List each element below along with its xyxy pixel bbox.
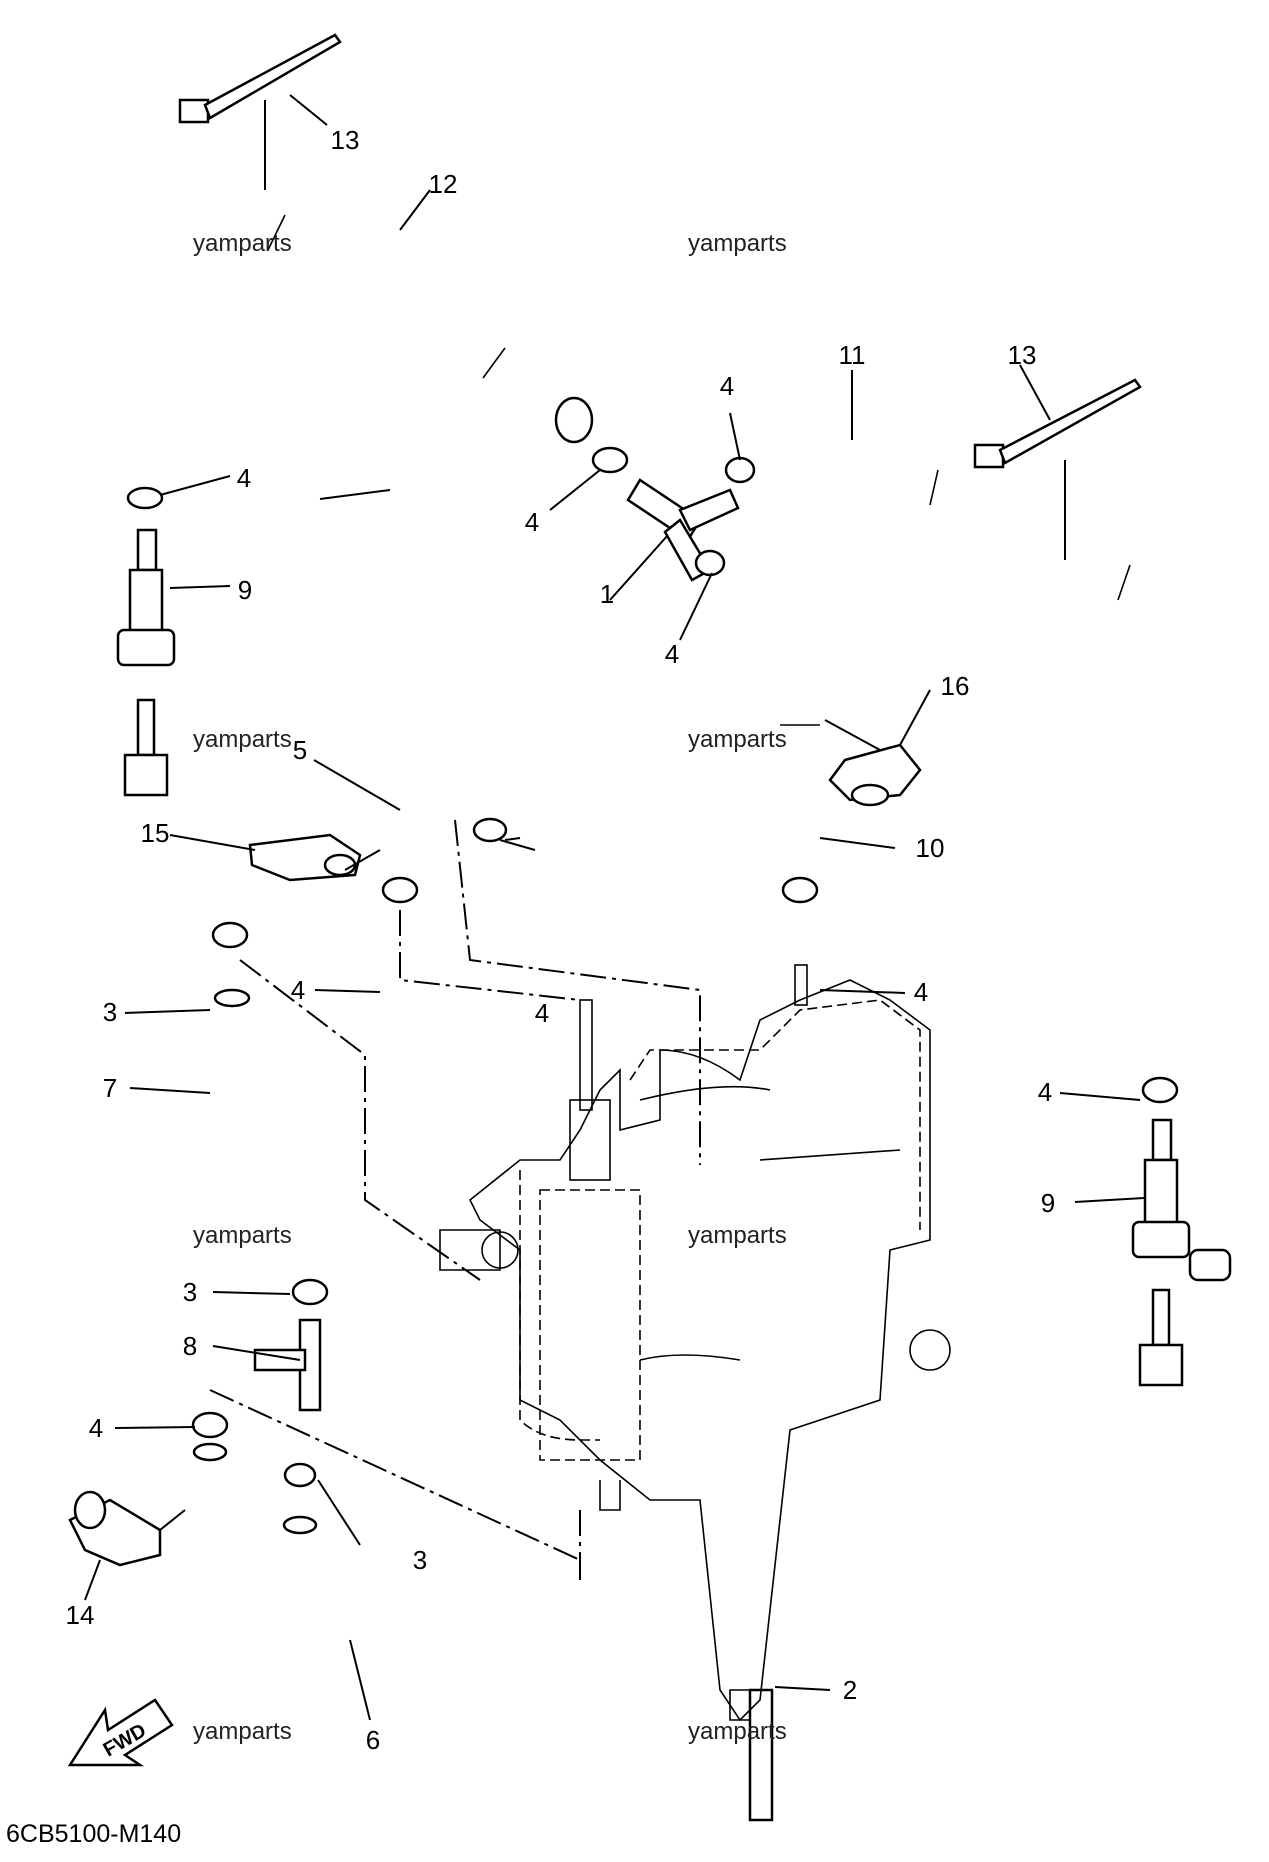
callout-4-e: 4 — [534, 998, 550, 1028]
hose-6 — [192, 1438, 417, 1660]
connector-9-left — [116, 528, 176, 797]
callout-9-right: 9 — [1040, 1188, 1056, 1218]
holder-15 — [248, 833, 362, 882]
callout-2: 2 — [842, 1675, 858, 1705]
tie-13-top — [178, 33, 342, 124]
hose-11 — [750, 412, 1180, 1080]
callout-6: 6 — [365, 1725, 381, 1755]
holder-14 — [68, 1490, 162, 1567]
hose-7 — [213, 983, 327, 1267]
assembly-lines — [159, 100, 1066, 1580]
leader-lines — [84, 94, 1146, 1721]
watermark: yamparts — [688, 1222, 787, 1249]
callout-11: 11 — [838, 340, 866, 370]
callout-14: 14 — [65, 1600, 95, 1630]
callout-4-g: 4 — [913, 977, 929, 1007]
callout-4-d: 4 — [664, 639, 680, 669]
callout-15: 15 — [140, 818, 170, 848]
callout-4-h: 4 — [1037, 1077, 1053, 1107]
callout-4-i: 4 — [88, 1413, 104, 1443]
watermark: yamparts — [193, 1718, 292, 1745]
callout-5: 5 — [292, 735, 308, 765]
holder-16 — [828, 743, 922, 807]
watermark: yamparts — [688, 1718, 787, 1745]
callout-13-right: 13 — [1007, 340, 1037, 370]
hose-2 — [748, 1688, 774, 1822]
hose-12 — [125, 148, 594, 480]
callout-3-top: 3 — [102, 997, 118, 1027]
callout-16: 16 — [940, 671, 970, 701]
connector-9-right — [1131, 1118, 1232, 1387]
callout-8: 8 — [182, 1331, 198, 1361]
callout-4-b: 4 — [524, 507, 540, 537]
fuel-pump-assembly — [439, 964, 951, 1722]
callout-10: 10 — [915, 833, 945, 863]
joint-8 — [253, 1318, 322, 1412]
callout-7: 7 — [102, 1073, 118, 1103]
callout-3-bottom: 3 — [412, 1545, 428, 1575]
callout-4-c: 4 — [719, 371, 735, 401]
watermark: yamparts — [688, 726, 787, 753]
callout-4-a: 4 — [236, 463, 252, 493]
fwd-arrow — [67, 1698, 174, 1767]
watermark: yamparts — [193, 230, 292, 257]
callout-9-left: 9 — [237, 575, 253, 605]
callout-3-middle: 3 — [182, 1277, 198, 1307]
clamps — [126, 446, 1179, 1488]
watermark: yamparts — [688, 230, 787, 257]
callout-12: 12 — [428, 169, 458, 199]
callout-4-f: 4 — [290, 975, 306, 1005]
hose-5 — [402, 711, 638, 898]
hose-10 — [741, 571, 820, 889]
watermark: yamparts — [193, 726, 292, 753]
callout-13-top: 13 — [330, 125, 360, 155]
tie-13-right — [973, 378, 1142, 469]
callout-1: 1 — [599, 579, 615, 609]
diagram-code: 6CB5100-M140 — [6, 1820, 182, 1848]
watermark: yamparts — [193, 1222, 292, 1249]
